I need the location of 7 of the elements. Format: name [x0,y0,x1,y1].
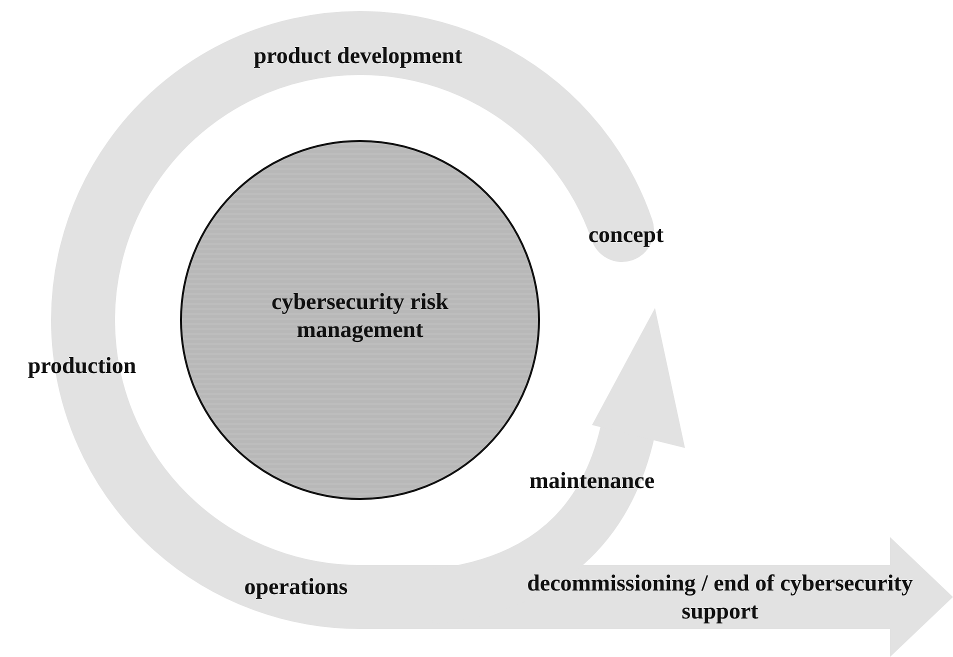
phase-label: operations [244,573,348,601]
phase-label: maintenance [529,467,655,495]
phase-label: decommissioning / end of cybersecurity support [526,569,914,625]
phase-label: production [28,352,136,380]
phase-label: product development [254,42,462,70]
phase-label: concept [588,221,664,249]
circle-label: cybersecurity risk management [270,288,450,344]
